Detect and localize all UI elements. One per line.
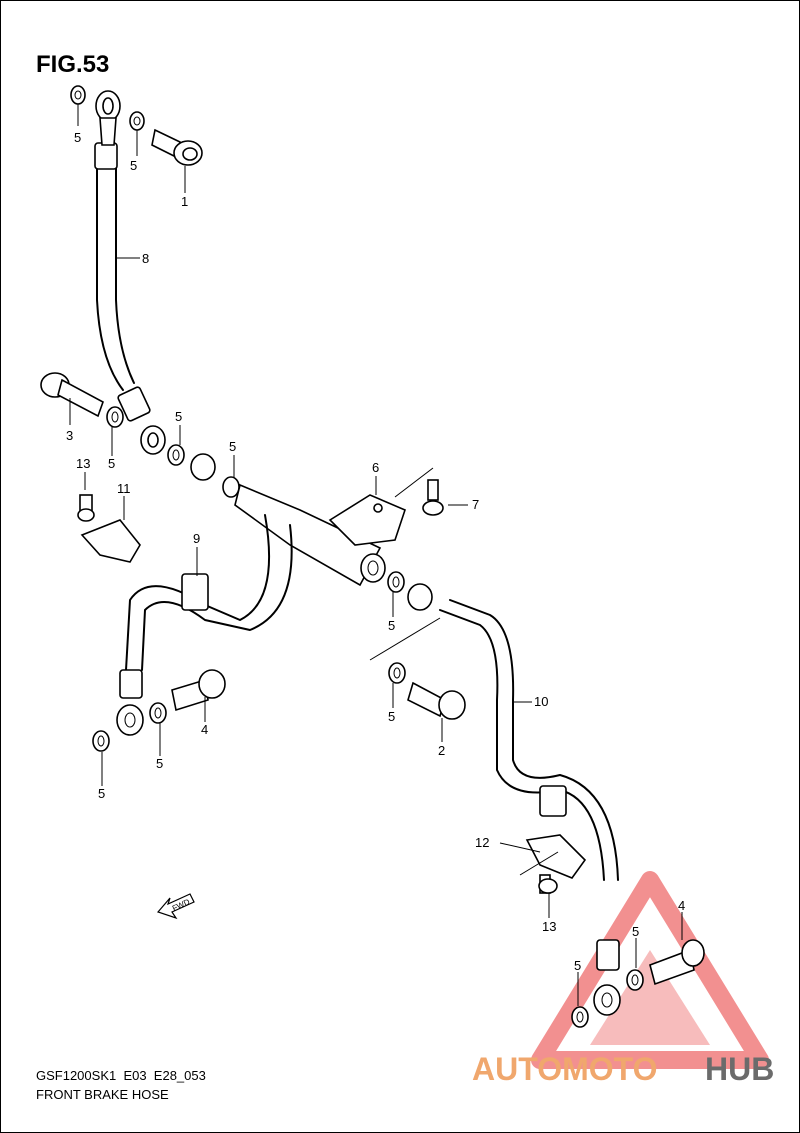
union-bolt-icon <box>151 128 203 166</box>
callout-label: 11 <box>117 481 131 496</box>
callout-label: 5 <box>388 618 395 633</box>
callout-label: 5 <box>574 958 581 973</box>
callout-label: 1 <box>181 194 188 209</box>
callout-label: 13 <box>76 456 90 471</box>
brake-hose-right <box>387 571 621 1016</box>
fwd-label: FWD <box>171 897 192 913</box>
callout-label: 13 <box>542 919 556 934</box>
callout-label: 5 <box>130 158 137 173</box>
washer-icon <box>106 406 124 428</box>
callout-label: 5 <box>108 456 115 471</box>
callout-label: 9 <box>193 531 200 546</box>
watermark-brand-part2: HUB <box>705 1051 774 1087</box>
callout-label: 5 <box>229 439 236 454</box>
callout-label: 4 <box>678 898 685 913</box>
watermark-logo <box>531 871 769 1069</box>
callout-label: 2 <box>438 743 445 758</box>
callout-label: 5 <box>632 924 639 939</box>
diagram-caption: FRONT BRAKE HOSE <box>36 1087 169 1102</box>
washer-icon <box>129 111 145 131</box>
union-bolt-icon <box>407 681 466 720</box>
union-bolt-icon <box>40 372 104 418</box>
callout-label: 7 <box>472 497 479 512</box>
model-code: GSF1200SK1 E03 E28_053 <box>36 1068 206 1083</box>
callout-labels: 5 5 1 8 3 5 5 5 6 7 13 11 9 4 5 5 5 5 2 … <box>66 130 685 973</box>
callout-label: 4 <box>201 722 208 737</box>
callout-label: 5 <box>156 756 163 771</box>
callout-label: 5 <box>74 130 81 145</box>
figure-title: FIG.53 <box>36 51 109 78</box>
leader-lines <box>69 104 683 1006</box>
callout-label: 12 <box>475 835 489 850</box>
hose-clamp-icon <box>77 494 141 563</box>
brake-hose-joint <box>190 453 406 587</box>
callout-label: 5 <box>175 409 182 424</box>
washer-icon <box>92 730 110 752</box>
union-bolt-icon <box>171 669 226 712</box>
washer-icon <box>388 662 406 684</box>
callout-label: 5 <box>98 786 105 801</box>
washer-icon <box>571 1006 589 1028</box>
union-bolt-icon <box>649 939 705 986</box>
callout-label: 8 <box>142 251 149 266</box>
washer-icon <box>167 444 185 466</box>
callout-label: 5 <box>388 709 395 724</box>
callout-label: 10 <box>534 694 548 709</box>
callout-label: 6 <box>372 460 379 475</box>
bolt-icon <box>422 479 444 516</box>
hose-clamp-icon <box>525 834 587 894</box>
forward-arrow-icon: FWD <box>156 893 195 920</box>
callout-label: 3 <box>66 428 73 443</box>
watermark-brand-part1: AUTOMOTO <box>472 1051 657 1087</box>
washer-icon <box>626 969 644 991</box>
brake-hose-upper <box>94 90 166 455</box>
washer-icon <box>149 702 167 724</box>
brake-hose-left <box>116 514 293 736</box>
washer-icon <box>70 85 86 105</box>
